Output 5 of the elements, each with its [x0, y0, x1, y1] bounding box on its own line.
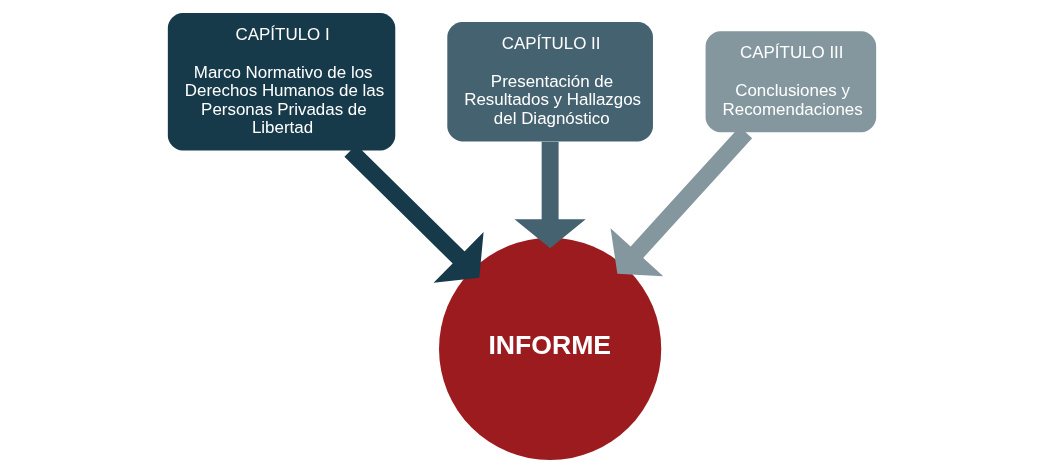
node-box: CAPÍTULO III Conclusiones y Recomendaciones: [705, 31, 877, 133]
node-box: CAPÍTULO II Presentación de Resultados y Hallazgos del Diagnóstico: [447, 22, 653, 142]
arrow: [514, 141, 586, 249]
node-box: CAPÍTULO I Marco Normativo de los Derechos Humanos de las Personas Privadas de Libertad: [167, 13, 396, 151]
node-circle: INFORME: [439, 237, 662, 460]
